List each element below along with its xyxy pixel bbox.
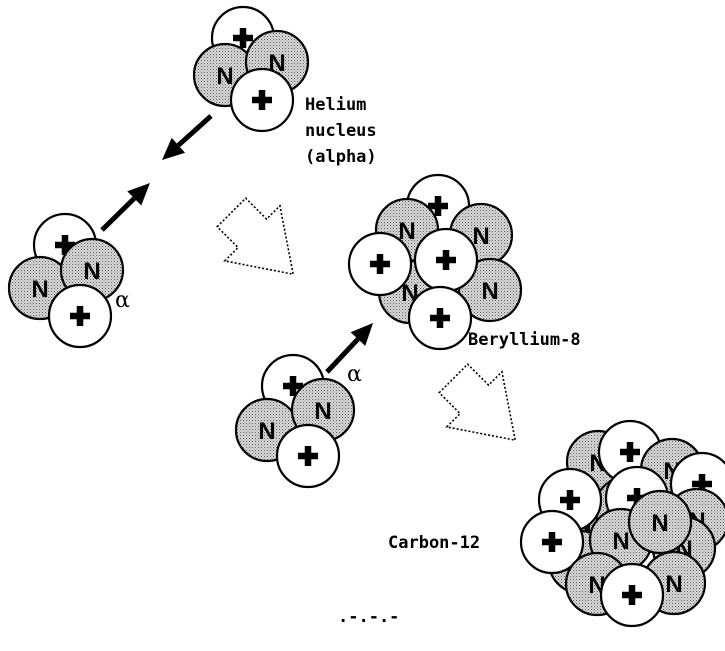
- plus-icon: [542, 538, 562, 546]
- transition-arrow-2: [438, 363, 517, 442]
- neutron-glyph: N: [314, 398, 331, 425]
- alpha-symbol-left: α: [115, 288, 130, 313]
- plus-icon: [252, 96, 272, 104]
- neutron: N: [627, 489, 693, 555]
- proton: [47, 283, 113, 349]
- nuclei-layer: NNNNNNNNNNNNNNNNNNNNN: [7, 5, 725, 628]
- footer-mark: .-.-.-: [338, 607, 399, 627]
- neutron-glyph: N: [398, 218, 415, 245]
- plus-icon: [560, 496, 580, 504]
- helium-label-line3: (alpha): [305, 147, 377, 167]
- beryllium-label: Beryllium-8: [468, 330, 581, 350]
- neutron-glyph: N: [31, 276, 48, 303]
- neutron-glyph: N: [216, 63, 233, 90]
- proton: [407, 285, 473, 351]
- arrow-helium-incoming: [162, 114, 213, 160]
- arrows-layer: [100, 114, 517, 442]
- plus-icon: [298, 452, 318, 460]
- proton: [347, 231, 413, 297]
- plus-icon: [627, 494, 647, 502]
- plus-icon: [436, 256, 456, 264]
- neutron-glyph: N: [612, 528, 629, 555]
- neutron-glyph: N: [481, 278, 498, 305]
- plus-icon: [233, 34, 253, 42]
- carbon-label: Carbon-12: [388, 533, 480, 553]
- plus-icon: [55, 241, 75, 249]
- helium-label-line2: nucleus: [305, 121, 377, 141]
- neutron-glyph: N: [472, 223, 489, 250]
- neutron-glyph: N: [651, 510, 668, 537]
- plus-icon: [428, 202, 448, 210]
- helium-label-line1: Helium: [305, 95, 366, 115]
- proton: [229, 67, 295, 133]
- alpha-nucleus-left: NN: [7, 212, 125, 349]
- plus-icon: [283, 382, 303, 390]
- plus-icon: [620, 448, 640, 456]
- plus-icon: [692, 480, 712, 488]
- proton: [519, 509, 585, 575]
- alpha-nucleus-middle: NN: [234, 353, 356, 489]
- transition-arrow-1: [216, 197, 295, 276]
- plus-icon: [370, 260, 390, 268]
- neutron-glyph: N: [258, 418, 275, 445]
- arrow-alpha-middle-outgoing: [325, 323, 373, 374]
- neutron-glyph: N: [83, 258, 100, 285]
- alpha-symbol-middle: α: [347, 362, 362, 387]
- proton: [275, 423, 341, 489]
- plus-icon: [430, 314, 450, 322]
- proton: [599, 562, 665, 628]
- plus-icon: [622, 591, 642, 599]
- arrow-alpha-left-outgoing: [100, 183, 150, 232]
- proton: [413, 227, 479, 293]
- neutron-glyph: N: [665, 571, 682, 598]
- plus-icon: [70, 312, 90, 320]
